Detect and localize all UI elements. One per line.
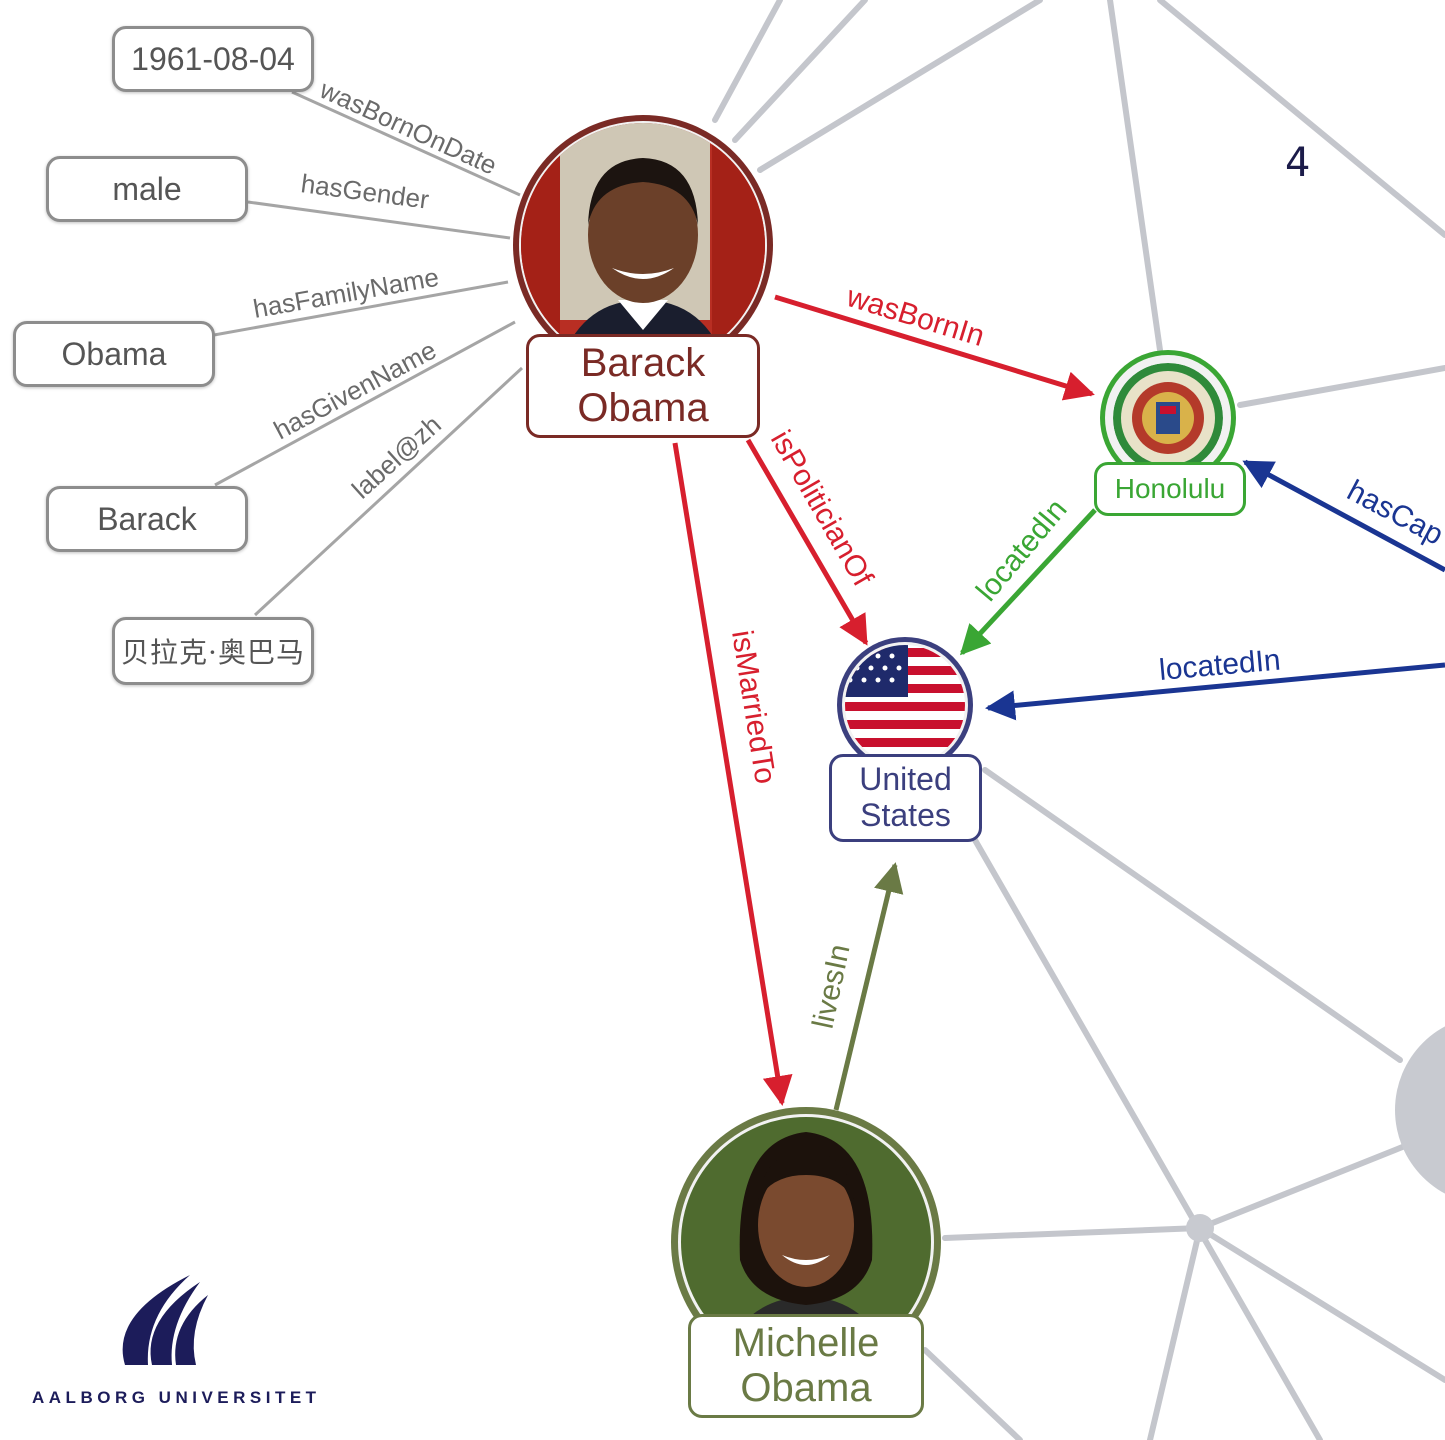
barack-obama-label[interactable]: Barack Obama	[526, 334, 760, 438]
slide-number: 4	[1285, 140, 1311, 186]
edge-has-family-name-line	[213, 280, 509, 337]
edge-label-zh-line	[253, 366, 524, 617]
michelle-obama-label-line2: Obama	[740, 1366, 872, 1410]
united-states-label-line2: States	[860, 797, 951, 833]
literal-birth-date-text: 1961-08-04	[131, 40, 295, 77]
honolulu-label[interactable]: Honolulu	[1094, 462, 1246, 516]
gray-edge	[972, 837, 1323, 1440]
literal-gender[interactable]: male	[46, 156, 248, 222]
background-network	[712, 0, 1445, 1440]
literal-given-name-text: Barack	[97, 500, 197, 537]
relation-edges	[672, 294, 1445, 1111]
gray-edge	[1157, 0, 1445, 238]
gray-edge	[922, 1347, 1023, 1440]
literal-family-name-text: Obama	[61, 335, 167, 372]
united-states-label[interactable]: United States	[829, 754, 982, 842]
city-seal-icon	[1113, 363, 1223, 473]
gray-edge	[1147, 1225, 1203, 1440]
aalborg-university-logo-text: AALBORG UNIVERSITET	[32, 1388, 321, 1407]
attribute-edges	[213, 90, 524, 617]
gray-edge	[732, 0, 868, 143]
gray-edge	[982, 767, 1403, 1063]
edge-has-capital-line	[1242, 459, 1445, 573]
literal-label-zh[interactable]: 贝拉克·奥巴马	[112, 617, 314, 685]
edge-label-label-zh: label@zh	[346, 409, 447, 504]
barack-obama-label-line2: Obama	[577, 386, 709, 430]
literal-gender-text: male	[112, 170, 182, 207]
gray-edge	[712, 0, 783, 123]
network-junction-node	[1186, 1214, 1214, 1242]
literal-label-zh-text: 贝拉克·奥巴马	[121, 636, 305, 669]
edge-located-in-blue-line	[985, 662, 1445, 721]
gray-edge	[942, 1225, 1203, 1241]
edge-has-gender-line	[247, 200, 511, 240]
barack-obama-label-line1: Barack	[580, 341, 706, 386]
honolulu-node[interactable]	[1100, 350, 1236, 486]
literal-family-name[interactable]: Obama	[13, 321, 215, 387]
literal-birth-date[interactable]: 1961-08-04	[112, 26, 314, 92]
gray-edge	[1107, 0, 1163, 353]
gray-edge	[1197, 1225, 1445, 1383]
edge-label-is-married-to: isMarriedTo	[725, 628, 782, 786]
edge-was-born-in-line	[774, 294, 1095, 401]
partial-gray-node[interactable]	[1395, 1015, 1445, 1205]
edge-lives-in-line	[833, 862, 904, 1111]
edge-label-has-gender: hasGender	[299, 168, 431, 215]
gray-edge	[757, 0, 1043, 173]
michelle-obama-label-line1: Michelle	[732, 1321, 880, 1366]
edge-is-married-to-line	[672, 442, 793, 1106]
honolulu-label-text: Honolulu	[1114, 473, 1226, 505]
edge-label-has-family-name: hasFamilyName	[251, 262, 441, 324]
edge-label-lives-in: livesIn	[807, 941, 857, 1031]
aalborg-university-logo-icon	[122, 1275, 208, 1365]
michelle-obama-label[interactable]: Michelle Obama	[688, 1314, 924, 1418]
edge-located-in-green-line	[959, 508, 1097, 656]
gray-edge	[1237, 365, 1445, 408]
literal-given-name[interactable]: Barack	[46, 486, 248, 552]
edge-was-born-on-date-line	[291, 90, 521, 197]
united-states-node[interactable]	[837, 637, 973, 773]
edge-label-was-born-on-date: wasBornOnDate	[315, 74, 502, 181]
united-states-label-line1: United	[859, 761, 952, 798]
edge-is-politician-of-line	[745, 438, 869, 646]
gray-edge	[1197, 1137, 1423, 1231]
us-flag-icon	[845, 645, 965, 765]
edge-has-given-name-line	[214, 320, 516, 487]
